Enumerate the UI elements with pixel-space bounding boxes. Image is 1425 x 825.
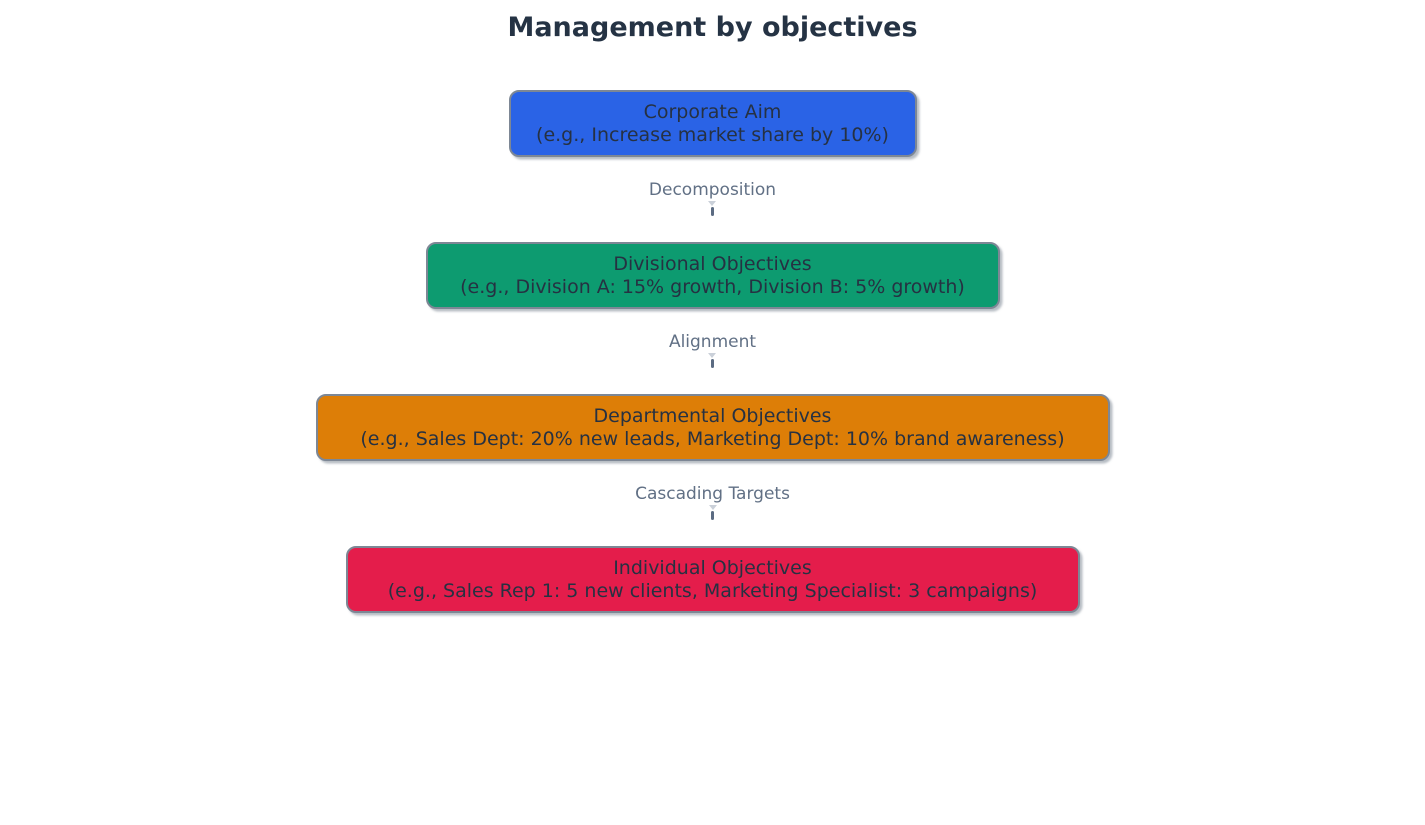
arrowhead-icon bbox=[708, 353, 717, 358]
node-divisional-objectives: Divisional Objectives (e.g., Division A:… bbox=[425, 242, 1000, 309]
edge-decomposition: Decomposition bbox=[649, 157, 776, 242]
edge-label-alignment: Alignment bbox=[668, 332, 757, 352]
arrowhead-icon bbox=[708, 505, 717, 510]
node-title: Departmental Objectives bbox=[593, 404, 832, 427]
node-example: (e.g., Division A: 15% growth, Division … bbox=[460, 275, 965, 298]
node-example: (e.g., Sales Dept: 20% new leads, Market… bbox=[360, 427, 1065, 450]
node-individual-objectives: Individual Objectives (e.g., Sales Rep 1… bbox=[345, 546, 1080, 613]
node-title: Individual Objectives bbox=[613, 556, 812, 579]
node-departmental-objectives: Departmental Objectives (e.g., Sales Dep… bbox=[315, 394, 1110, 461]
edge-connector-dash bbox=[711, 511, 714, 520]
edge-label-cascading-targets: Cascading Targets bbox=[635, 484, 790, 504]
node-example: (e.g., Sales Rep 1: 5 new clients, Marke… bbox=[387, 579, 1038, 602]
node-example: (e.g., Increase market share by 10%) bbox=[536, 123, 889, 146]
edge-label-decomposition: Decomposition bbox=[648, 180, 777, 200]
node-title: Divisional Objectives bbox=[613, 252, 812, 275]
edge-alignment: Alignment bbox=[669, 309, 756, 394]
edge-connector-dash bbox=[710, 207, 714, 216]
diagram-title: Management by objectives bbox=[507, 12, 918, 43]
node-title: Corporate Aim bbox=[643, 100, 782, 123]
node-corporate-aim: Corporate Aim (e.g., Increase market sha… bbox=[508, 90, 917, 157]
arrowhead-icon bbox=[708, 201, 717, 206]
edge-connector-dash bbox=[710, 359, 714, 368]
edge-cascading-targets: Cascading Targets bbox=[635, 461, 790, 546]
